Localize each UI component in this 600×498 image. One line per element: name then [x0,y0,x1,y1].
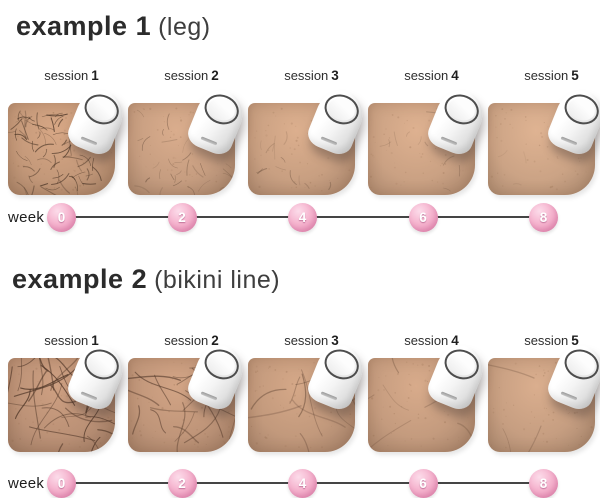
skin-photo-session-1 [8,83,130,195]
session-word: session [44,333,89,348]
skin-photo-session-1 [8,338,130,452]
session-number: 1 [91,68,99,83]
week-dot: 4 [288,202,317,232]
session-number: 1 [91,333,99,348]
skin-photo-session-4 [368,83,490,195]
session-word: session [404,68,449,83]
week-dot: 2 [167,468,197,498]
example-title: example 1(leg) [16,11,211,42]
week-label: week [8,475,45,492]
week-label: week [8,209,45,226]
session-word: session [164,68,209,83]
week-dot: 4 [288,468,317,498]
week-dot: 6 [408,202,438,232]
week-dot: 8 [529,202,558,232]
session-number: 4 [451,333,459,348]
week-number: 6 [419,209,427,225]
example-title: example 2(bikini line) [12,264,280,295]
week-number: 8 [539,475,548,491]
week-number: 4 [298,209,307,225]
week-number: 0 [57,209,66,225]
session-word: session [44,68,89,83]
week-timeline: week 0 2 4 6 8 [0,468,600,498]
week-dot: 6 [408,468,438,498]
week-dot: 2 [167,202,197,232]
session-word: session [164,333,209,348]
session-number: 5 [571,333,579,348]
example-title-light: (bikini line) [154,266,281,294]
week-number: 8 [539,209,548,225]
session-number: 4 [451,68,459,83]
week-number: 2 [178,209,186,225]
session-word: session [524,68,569,83]
session-word: session [284,68,329,83]
session-number: 2 [211,333,219,348]
week-dot: 8 [529,468,558,498]
session-number: 3 [331,68,339,83]
hair-texture [8,358,115,452]
skin-photo-session-5 [488,338,600,452]
example-title-bold: example 2 [12,264,148,294]
example-title-light: (leg) [158,13,211,41]
skin-photo-session-2 [128,83,250,195]
skin-photo-session-2 [128,338,250,452]
skin-photo-session-3 [248,338,370,452]
session-number: 5 [571,68,579,83]
session-number: 3 [331,333,339,348]
week-number: 2 [178,475,186,491]
week-dot: 0 [47,202,76,232]
week-timeline: week 0 2 4 6 8 [0,202,600,232]
week-number: 0 [57,475,66,491]
session-word: session [284,333,329,348]
week-number: 4 [298,475,307,491]
example-title-bold: example 1 [16,11,152,41]
skin-photo-session-5 [488,83,600,195]
session-number: 2 [211,68,219,83]
session-word: session [404,333,449,348]
week-number: 6 [419,475,427,491]
session-word: session [524,333,569,348]
week-dot: 0 [47,468,76,498]
skin-photo-session-4 [368,338,490,452]
skin-photo-session-3 [248,83,370,195]
